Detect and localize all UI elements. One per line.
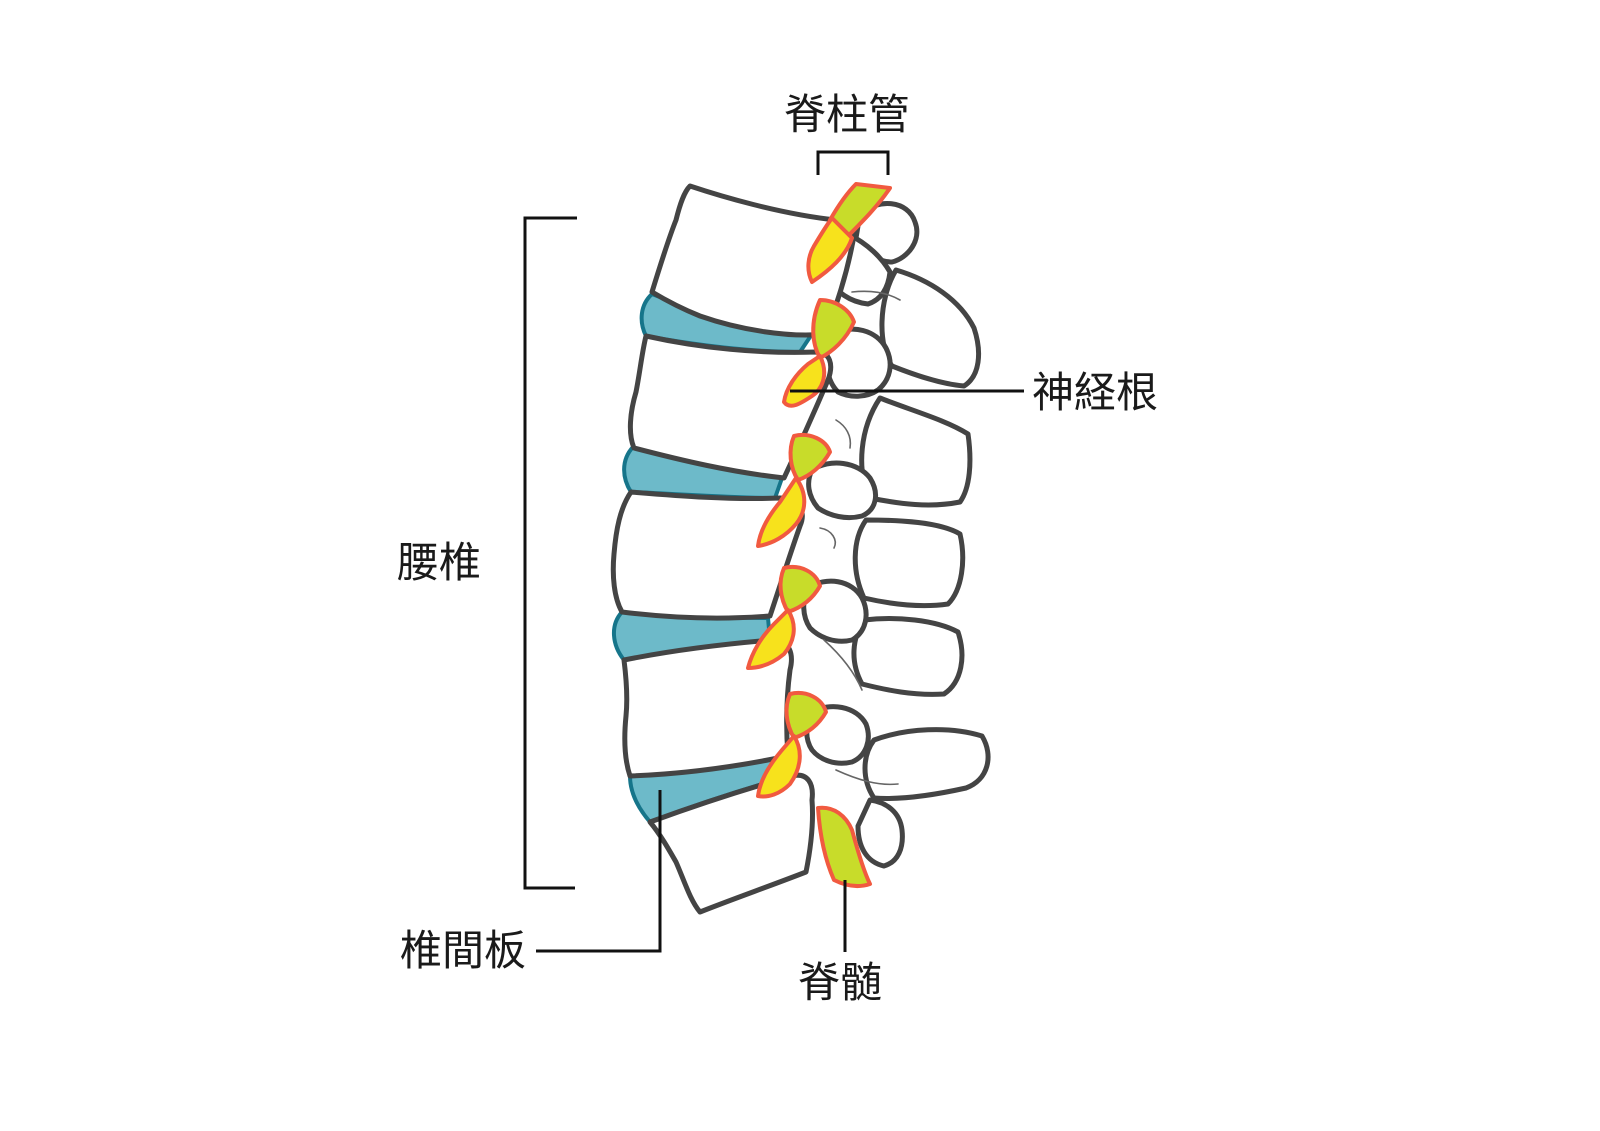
nerve-root-4 — [746, 608, 796, 670]
spinous-l2 — [859, 395, 973, 508]
detail-line — [835, 419, 852, 449]
spinal-cord-and-nerves — [746, 182, 892, 889]
nerve-root-3 — [756, 476, 807, 548]
nerve-root-2 — [782, 354, 827, 408]
nerve-root-label: 神経根 — [1032, 368, 1159, 417]
spinal-cord-lower — [816, 805, 872, 889]
lamina-arches — [801, 231, 893, 766]
intervertebral-disc-label: 椎間板 — [400, 926, 527, 975]
detail-line — [835, 769, 899, 786]
nerve-root-5 — [756, 734, 802, 799]
spinal-cord-segment-2 — [811, 298, 856, 360]
spinal-cord-segment-3 — [788, 433, 832, 482]
spinal-cord-segment-4 — [778, 565, 822, 614]
spinous-l4 — [851, 616, 965, 697]
spinous-l1 — [879, 267, 982, 389]
lumbar-spine-label: 腰椎 — [397, 538, 482, 587]
spinous-l3 — [852, 517, 966, 609]
nerve-root-1 — [806, 216, 854, 284]
detail-line — [819, 527, 836, 549]
spinal-cord-label: 脊髄 — [798, 958, 883, 1007]
spinal-canal-bracket — [816, 150, 890, 175]
detail-line — [851, 290, 901, 301]
spinous-l5 — [862, 727, 991, 801]
spinal-cord-segment-5 — [784, 691, 828, 740]
detail-line — [823, 639, 863, 691]
lamina-l4 — [801, 578, 869, 644]
lamina-l3 — [806, 460, 879, 521]
spinal-canal-label: 脊柱管 — [784, 90, 911, 139]
lumbar-bracket — [523, 216, 577, 890]
bone-detail-lines — [819, 290, 901, 786]
disc-leader — [536, 790, 662, 953]
vertebra-l2 — [627, 333, 834, 481]
leader-lines — [523, 150, 1024, 953]
facet-sacral — [855, 797, 905, 869]
vertebra-l3 — [610, 489, 805, 621]
